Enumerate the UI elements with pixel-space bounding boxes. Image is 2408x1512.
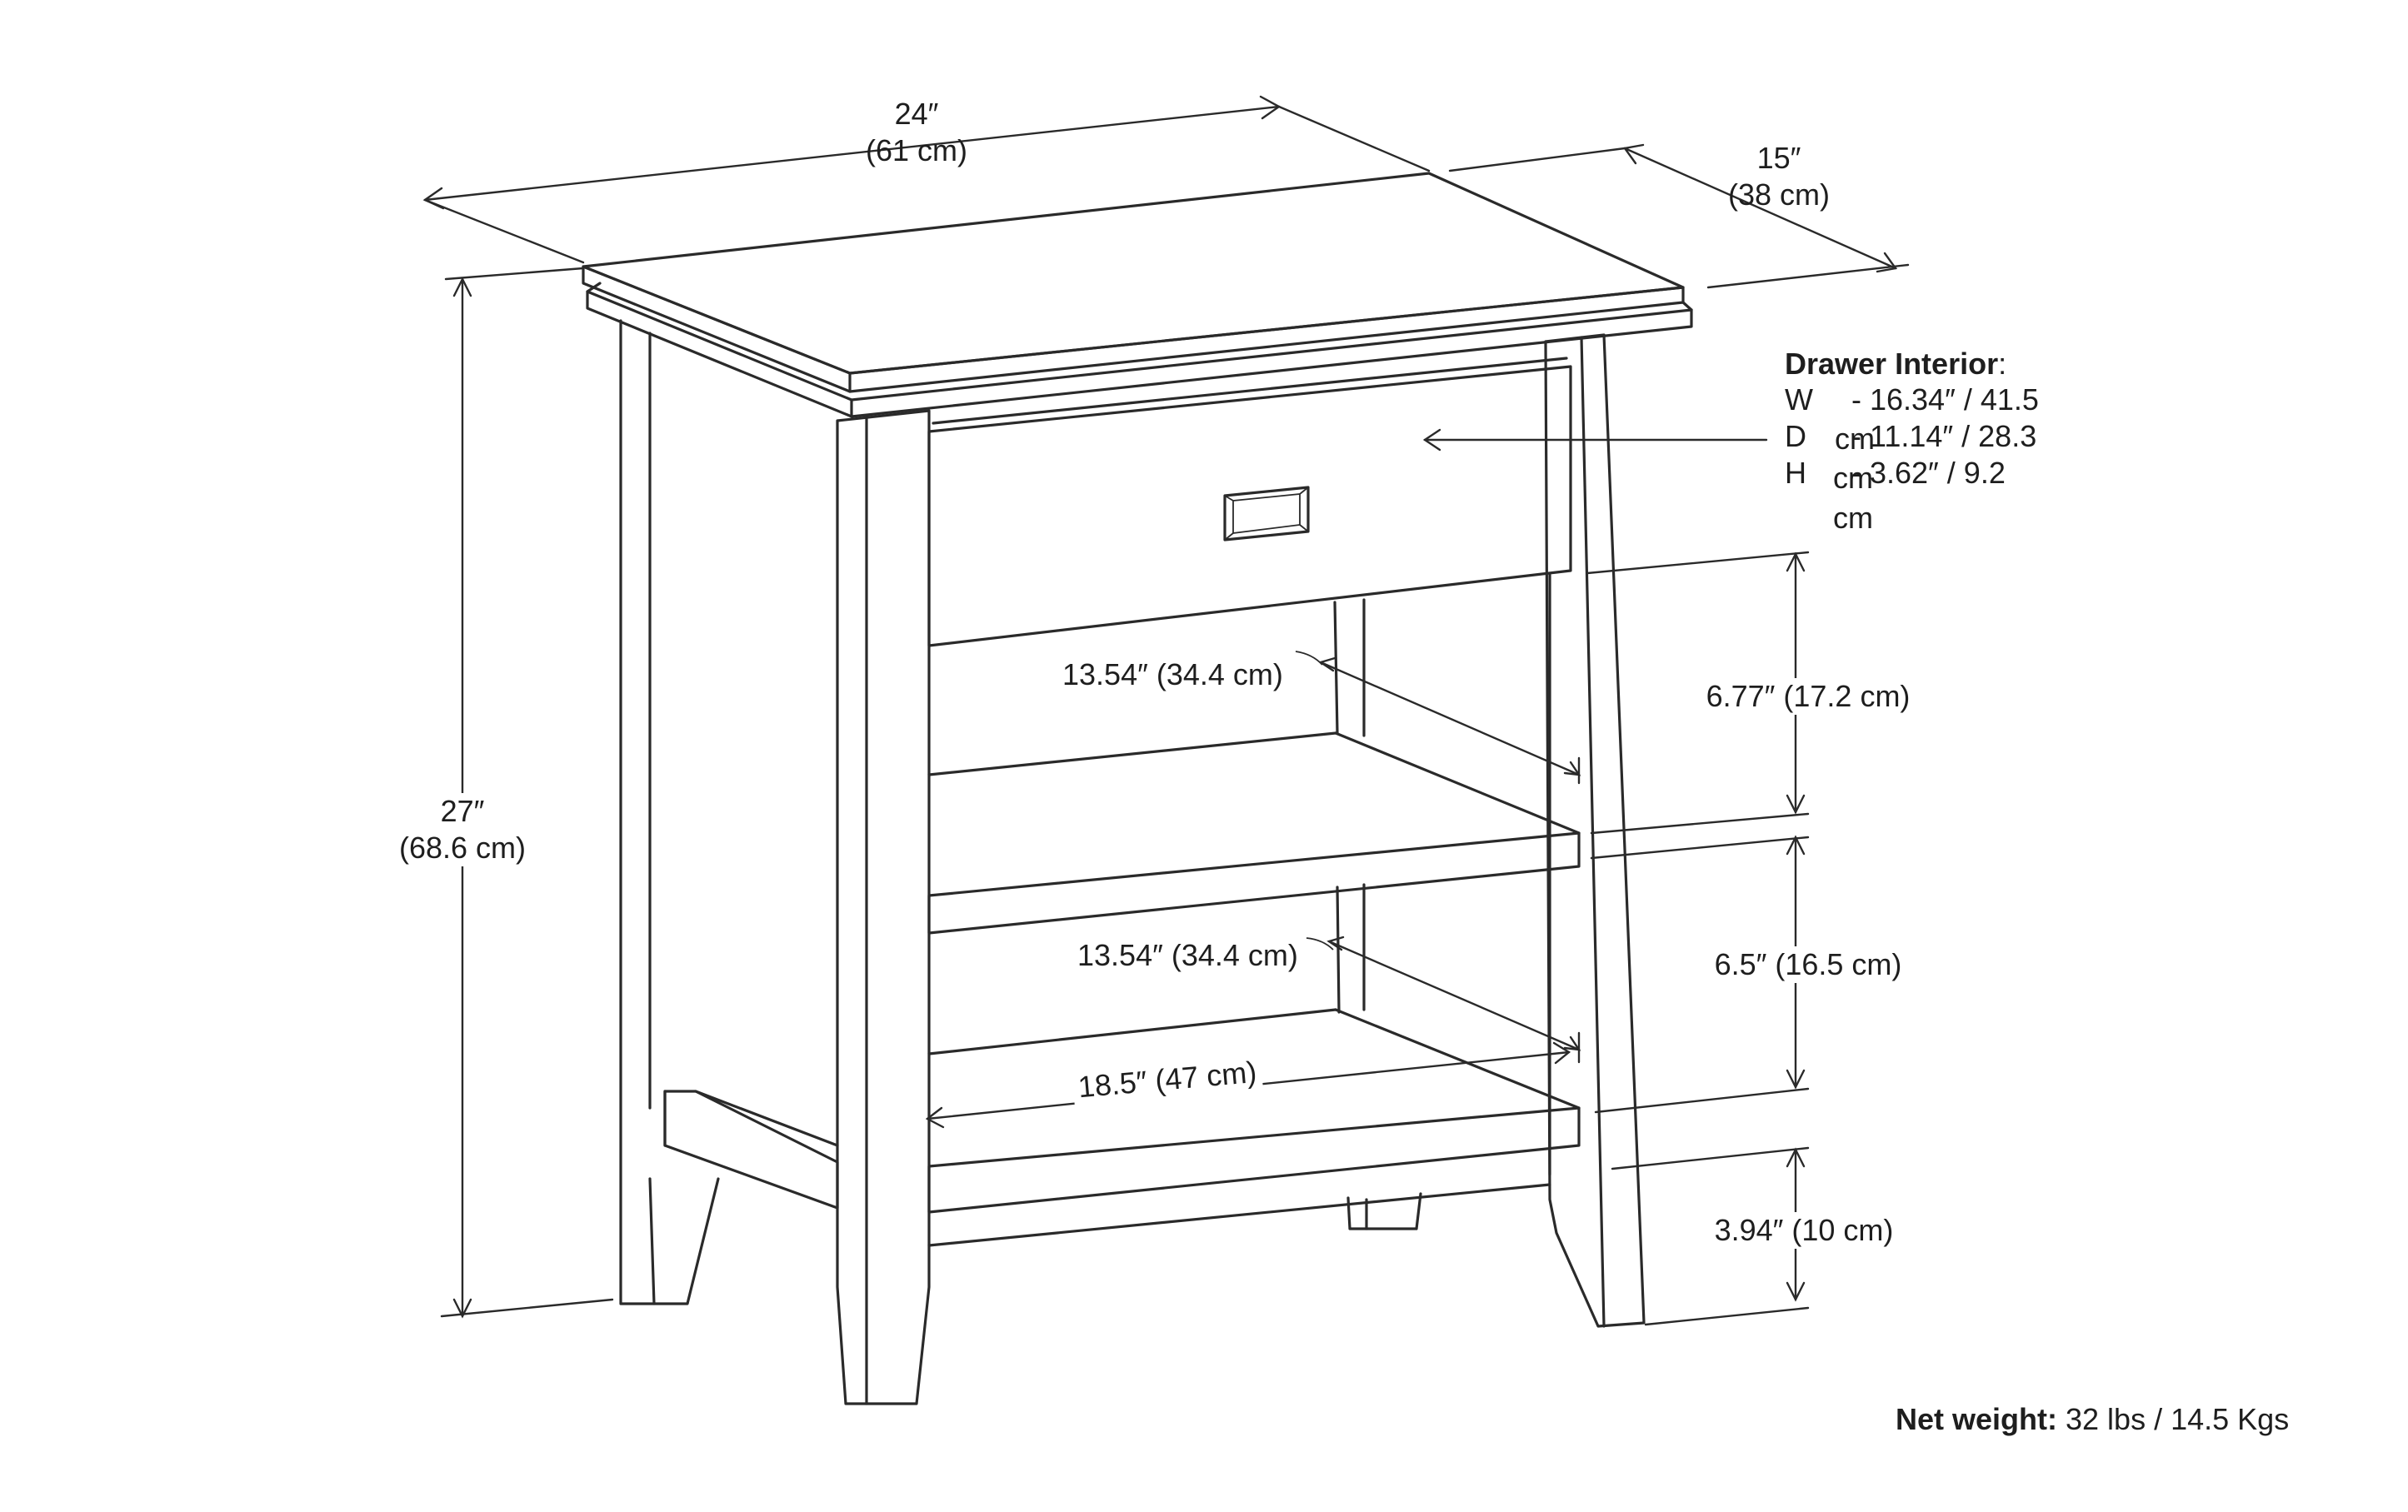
drawer-interior-colon: : [1998,347,2007,381]
back-right-foot [1346,1192,1422,1230]
drawer-interior-row-d-value: - 11.14″ / 28.3 [1851,419,2037,453]
width-label: 24″ (61 cm) [866,96,967,169]
front-right-leg [1544,333,1646,1328]
depth-dimension-line [1448,143,1910,289]
net-weight-value: 32 lbs / 14.5 Kgs [2066,1402,2290,1436]
lower-opening-height-label: 6.5″ (16.5 cm) [1709,946,1907,983]
front-left-leg [836,409,931,1405]
drawer-interior-title: Drawer Interior: [1785,346,2006,382]
drawer-interior-row-h-unit: cm [1833,501,1873,535]
tabletop [582,172,1693,418]
net-weight-label: Net weight: [1896,1402,2057,1436]
drawer-interior-row-w-value: - 16.34″ / 41.5 [1851,382,2039,417]
upper-opening-height-label: 6.77″ (17.2 cm) [1701,678,1916,715]
clearance-height-label: 3.94″ (10 cm) [1709,1212,1899,1249]
drawer [927,357,1572,647]
drawer-pull [1223,486,1310,541]
height-label: 27″ (68.6 cm) [393,793,532,866]
depth-label: 15″ (38 cm) [1728,140,1830,213]
height-dimension-line [440,267,614,1319]
drawer-interior-row-h-axis: H [1785,456,1806,490]
height-metric: (68.6 cm) [398,831,527,865]
width-metric: (61 cm) [865,133,968,167]
depth-imperial: 15″ [1756,141,1801,175]
right-height-dimension-lines [1586,551,1810,1326]
depth-metric: (38 cm) [1727,177,1831,212]
width-dimension-line [422,95,1431,264]
side-stretcher [663,1090,839,1210]
drawer-pointer-arrow [1422,428,1768,452]
height-imperial: 27″ [440,794,485,828]
drawer-interior-row-w-axis: W [1785,382,1813,417]
net-weight: Net weight: 32 lbs / 14.5 Kgs [1896,1401,2289,1438]
lower-shelf-depth-label: 13.54″ (34.4 cm) [1077,938,1298,972]
drawer-interior-row-w-unit: cm [1835,422,1875,456]
drawer-interior-row-d-axis: D [1785,419,1806,453]
drawer-interior-row-h-value: - 3.62″ / 9.2 [1851,456,2006,490]
drawer-interior-title-text: Drawer Interior [1785,347,1999,381]
lower-shelf [927,1008,1581,1247]
back-left-leg [619,319,720,1305]
drawer-interior-row-d-unit: cm [1833,461,1873,495]
width-imperial: 24″ [894,97,939,131]
upper-shelf [927,731,1581,935]
upper-shelf-depth-label: 13.54″ (34.4 cm) [1062,657,1283,691]
shelf-depth-dimension-lines [1295,651,1581,1064]
